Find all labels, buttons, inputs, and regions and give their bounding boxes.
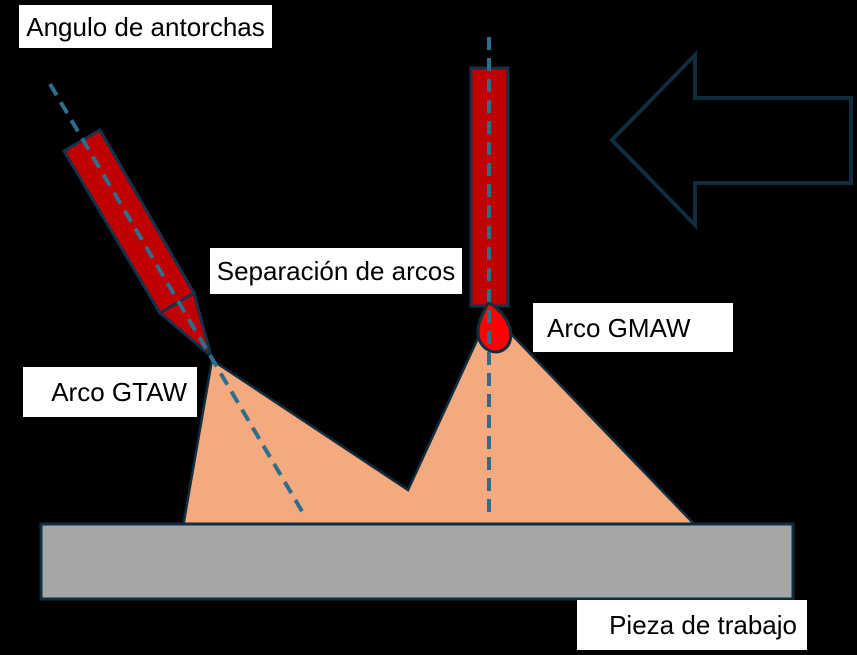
gtaw-arc-label: Arco GTAW — [23, 367, 197, 417]
workpiece-plate — [39, 522, 795, 601]
torch-angle-label: Angulo de antorchas — [19, 5, 272, 48]
gmaw-arc-label: Arco GMAW — [533, 303, 733, 352]
molten-droplet-icon — [476, 301, 513, 354]
workpiece-label: Pieza de trabajo — [577, 600, 807, 650]
arc-separation-label: Separación de arcos — [210, 248, 462, 294]
travel-direction-arrow-icon — [609, 50, 853, 230]
arc-cones-shape — [181, 309, 700, 529]
